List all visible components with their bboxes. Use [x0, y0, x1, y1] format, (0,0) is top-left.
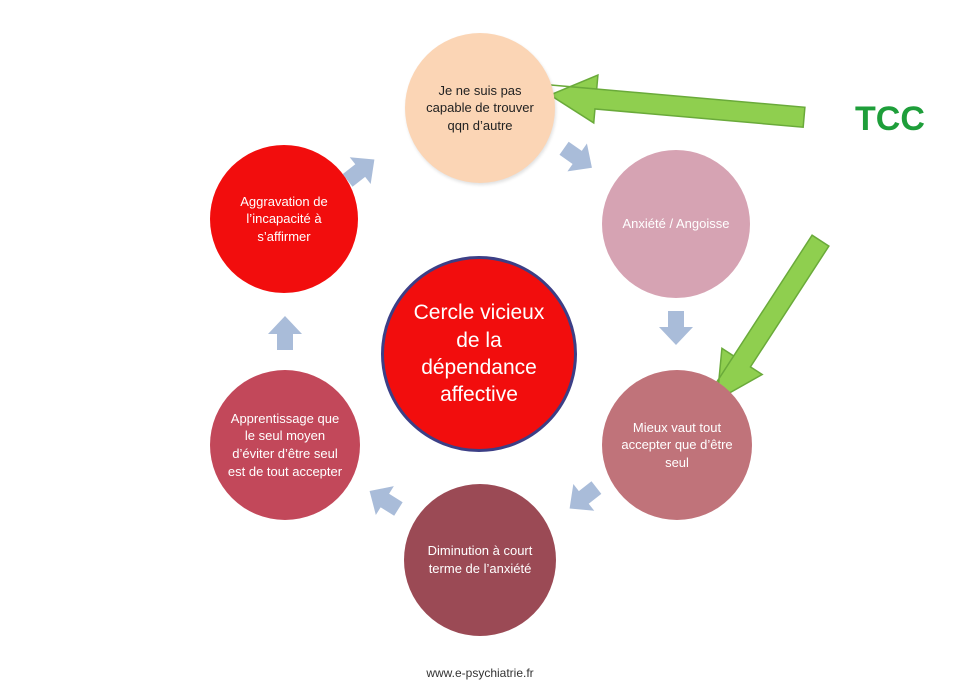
node-accept-everything-label: Mieux vaut tout accepter que d’être seul — [621, 419, 733, 470]
node-accept-everything: Mieux vaut tout accepter que d’être seul — [602, 370, 752, 520]
center-node-label: Cercle vicieux de la dépendance affectiv… — [413, 301, 545, 407]
node-not-capable-label: Je ne suis pas capable de trouver qqn d’… — [426, 82, 534, 133]
node-anxiety-decrease: Diminution à court terme de l’anxiété — [404, 484, 556, 636]
cycle-arrow-left-lower-to-left-upper — [268, 316, 302, 350]
node-learning: Apprentissage que le seul moyen d’éviter… — [210, 370, 360, 520]
tcc-arrow-to-right-lower-node — [707, 234, 830, 402]
node-anxiety-decrease-label: Diminution à court terme de l’anxiété — [427, 543, 533, 576]
node-assertiveness-worsening: Aggravation de l’incapacité à s’affirmer — [210, 145, 358, 293]
footer-url: www.e-psychiatrie.fr — [426, 666, 534, 680]
cycle-arrow-bottom-to-left-lower — [369, 486, 403, 516]
tcc-arrow-to-top-node — [548, 73, 806, 128]
cycle-arrow-left-upper-to-top — [342, 157, 375, 187]
cycle-arrow-right-lower-to-bottom — [569, 481, 602, 511]
node-assertiveness-worsening-label: Aggravation de l’incapacité à s’affirmer — [240, 193, 328, 244]
node-anxiety-label: Anxiété / Angoisse — [622, 216, 730, 232]
center-node: Cercle vicieux de la dépendance affectiv… — [381, 256, 577, 452]
node-anxiety: Anxiété / Angoisse — [602, 150, 750, 298]
node-not-capable: Je ne suis pas capable de trouver qqn d’… — [405, 33, 555, 183]
cycle-arrow-right-upper-to-right-lower — [659, 311, 693, 345]
tcc-label: TCC — [855, 100, 925, 138]
node-learning-label: Apprentissage que le seul moyen d’éviter… — [227, 410, 343, 479]
cycle-arrow-top-to-right-upper — [559, 141, 592, 172]
